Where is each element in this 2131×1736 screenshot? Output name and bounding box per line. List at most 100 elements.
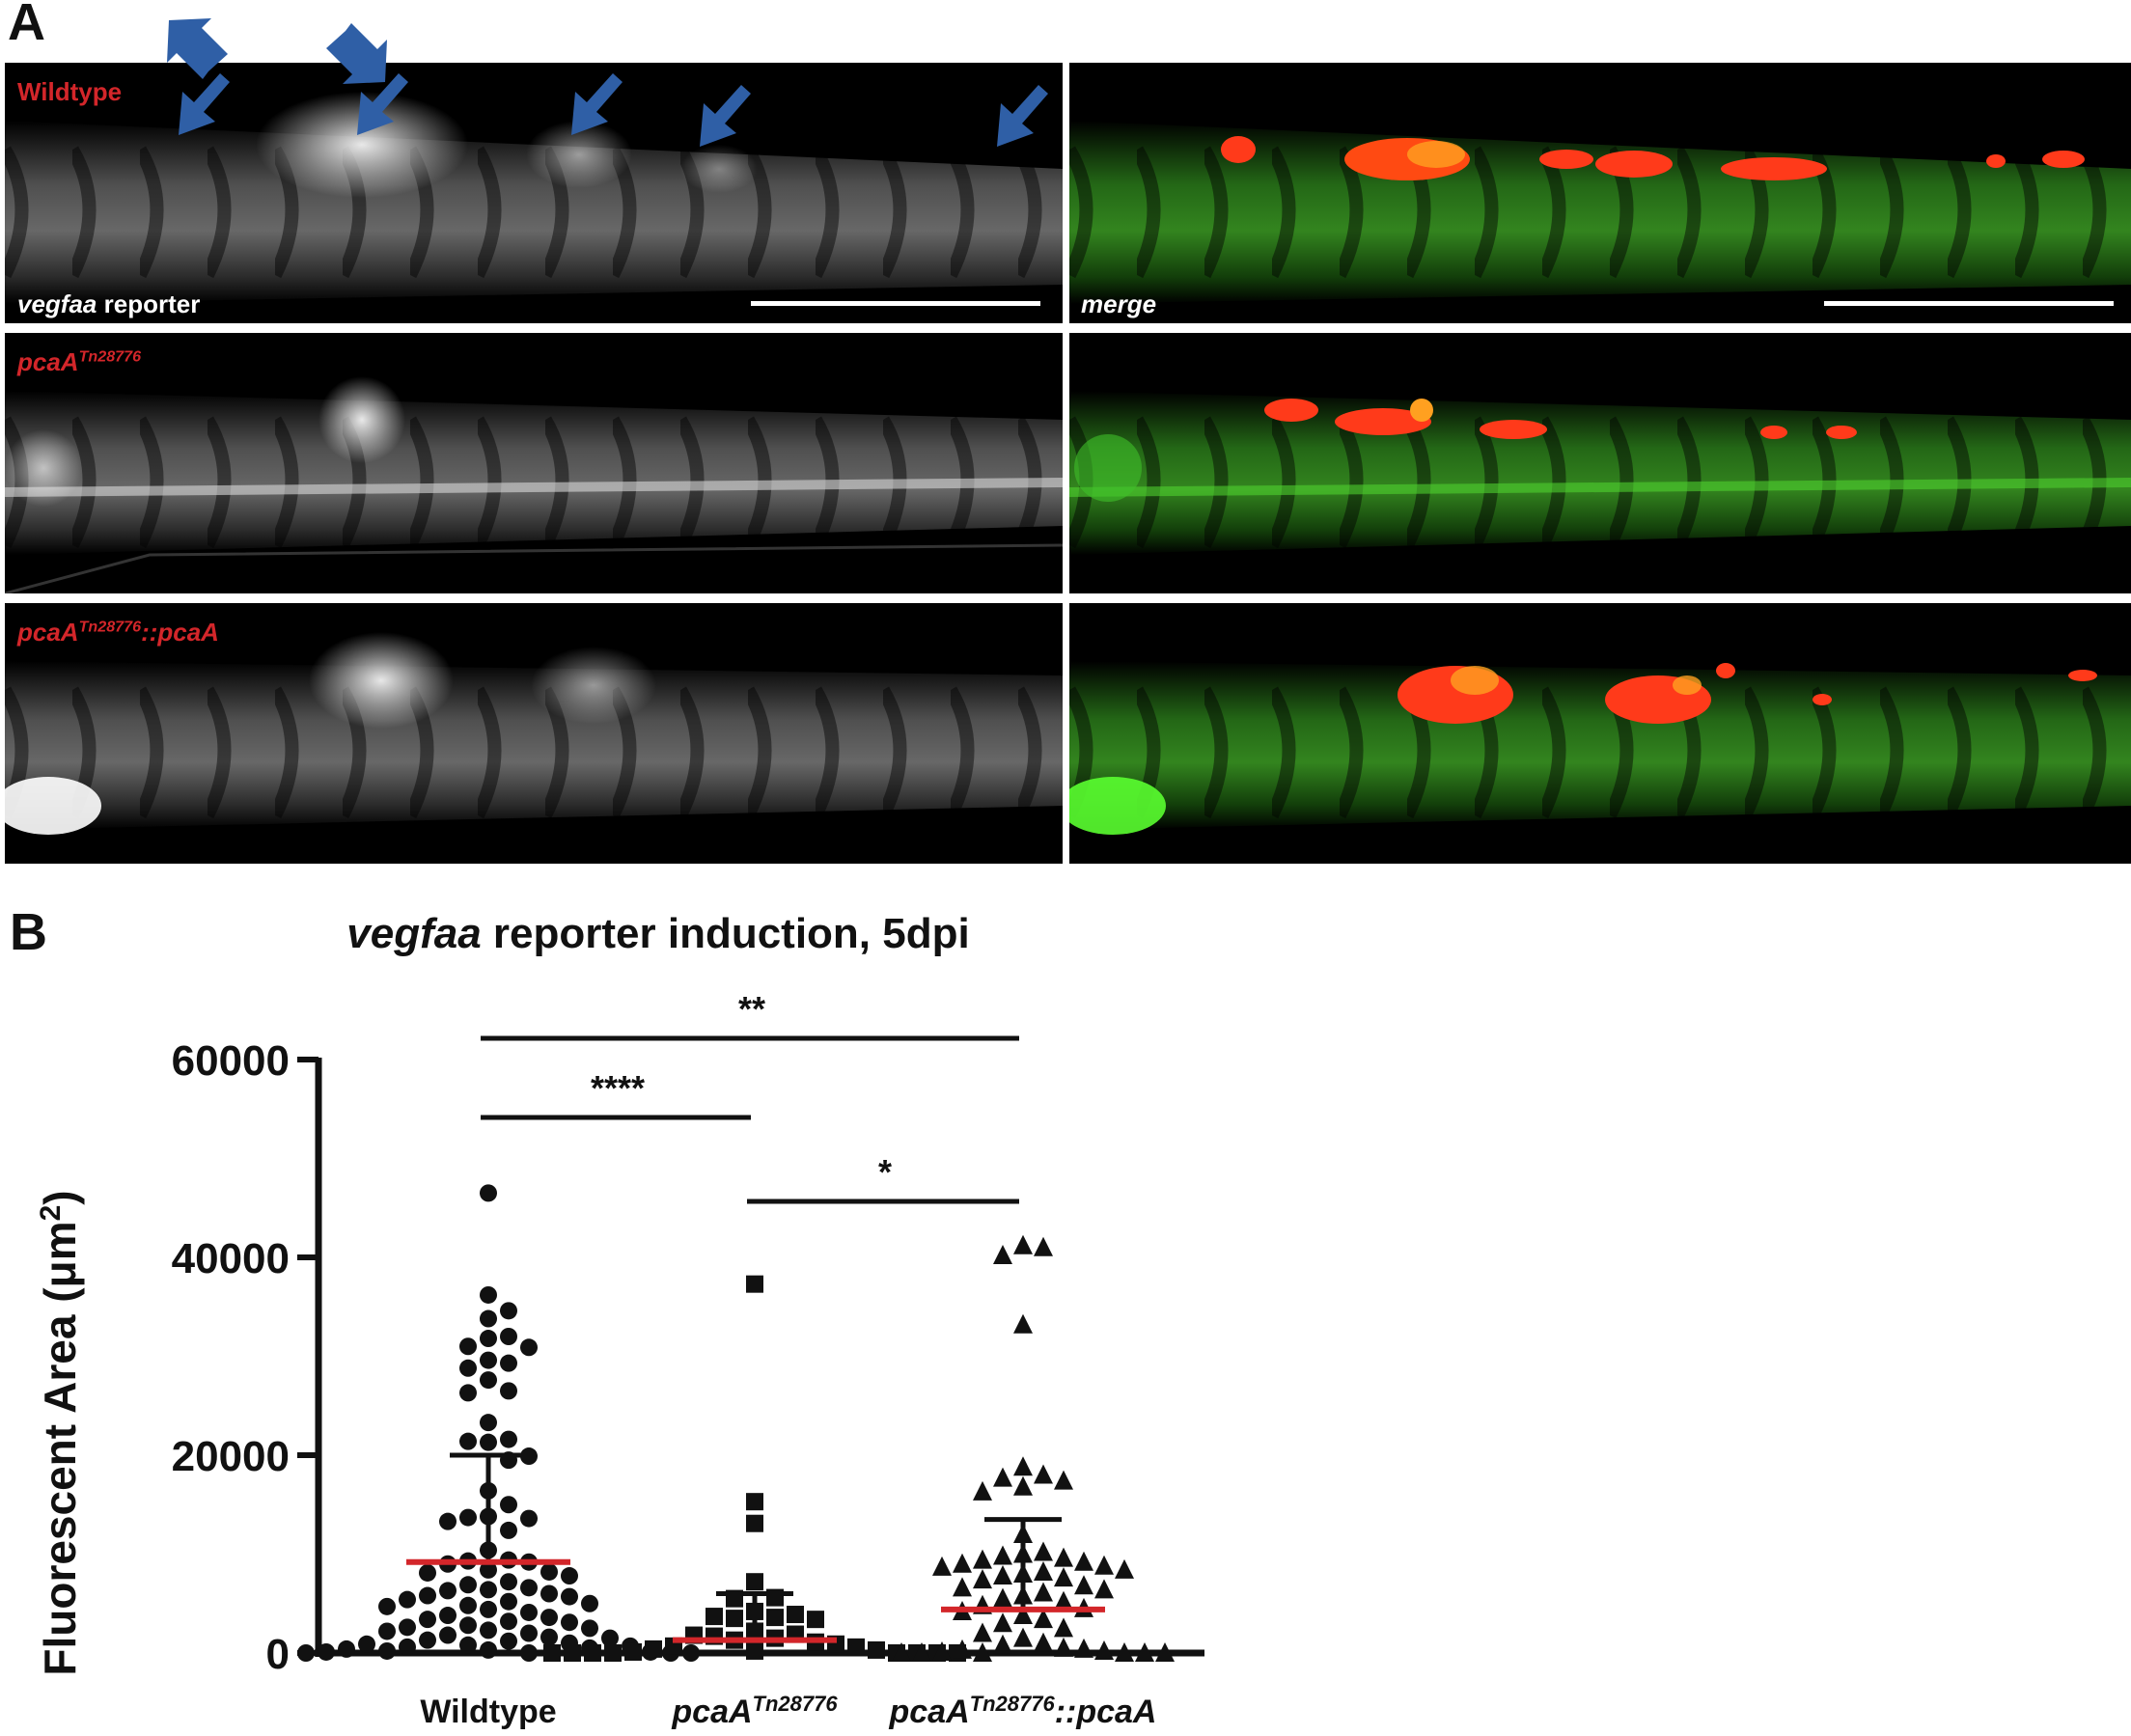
row-label-complemented: pcaATn28776::pcaA — [17, 618, 219, 647]
data-point — [500, 1328, 517, 1345]
data-point — [520, 1603, 538, 1621]
data-point — [1054, 1617, 1073, 1638]
row-label-mutant: pcaATn28776 — [17, 347, 142, 376]
data-point — [564, 1644, 581, 1662]
data-point — [480, 1184, 497, 1202]
data-point — [993, 1565, 1012, 1585]
data-point — [1034, 1609, 1053, 1629]
data-point — [993, 1545, 1012, 1565]
data-point — [459, 1337, 477, 1356]
data-point — [500, 1632, 517, 1650]
data-point — [459, 1636, 477, 1654]
data-point — [459, 1359, 477, 1377]
data-point — [543, 1644, 561, 1662]
data-point — [439, 1582, 457, 1600]
x-label-mutant: pcaATn28776 — [671, 1692, 838, 1730]
data-point — [561, 1613, 578, 1632]
data-point — [1054, 1470, 1073, 1490]
data-point — [459, 1576, 477, 1594]
data-point — [1034, 1236, 1053, 1256]
data-point — [746, 1641, 763, 1660]
data-point — [500, 1521, 517, 1539]
data-point — [459, 1432, 477, 1450]
data-point — [378, 1597, 396, 1615]
data-point — [682, 1644, 700, 1662]
data-point — [419, 1563, 436, 1582]
data-point — [540, 1628, 558, 1646]
reporter-image — [5, 632, 1063, 835]
data-point — [1013, 1234, 1033, 1254]
significance-bars: ******* — [481, 989, 1019, 1204]
caption-merge: merge — [1081, 289, 1157, 318]
panel-a-letter: A — [8, 0, 45, 51]
data-point — [1054, 1547, 1073, 1567]
data-point — [766, 1609, 784, 1627]
data-point — [601, 1629, 619, 1647]
data-point — [480, 1351, 497, 1369]
caption-vegfaa-reporter: vegfaa reporter — [17, 289, 201, 318]
data-point — [1034, 1560, 1053, 1581]
data-point — [746, 1514, 763, 1532]
data-point — [480, 1433, 497, 1451]
y-axis-label: Fluorescent Area (μm2) — [35, 1190, 85, 1675]
data-point — [439, 1607, 457, 1625]
data-point — [993, 1634, 1012, 1654]
data-point — [1094, 1579, 1114, 1599]
merge-image — [1069, 121, 2131, 304]
data-point — [1013, 1475, 1033, 1496]
x-label-wildtype: Wildtype — [420, 1694, 556, 1730]
data-point — [1013, 1313, 1033, 1334]
data-point — [480, 1414, 497, 1432]
data-point — [1054, 1590, 1073, 1611]
data-point — [1013, 1605, 1033, 1625]
data-point — [581, 1619, 598, 1638]
data-point — [500, 1354, 517, 1372]
data-point — [746, 1493, 763, 1511]
data-point — [399, 1590, 416, 1609]
data-point — [500, 1496, 517, 1514]
data-point — [953, 1553, 972, 1573]
data-point — [561, 1567, 578, 1585]
data-point — [459, 1508, 477, 1527]
data-point — [480, 1285, 497, 1304]
y-tick-label: 20000 — [172, 1433, 290, 1480]
data-point — [297, 1644, 315, 1662]
data-point — [993, 1244, 1012, 1264]
significance-label: ** — [738, 989, 765, 1029]
data-point — [726, 1610, 743, 1628]
reporter-image — [5, 92, 1063, 304]
data-point — [540, 1562, 558, 1581]
data-point — [378, 1641, 396, 1660]
merge-image — [1069, 391, 2131, 555]
data-point — [807, 1611, 824, 1629]
data-point — [480, 1560, 497, 1579]
data-point — [520, 1644, 538, 1662]
data-point — [540, 1584, 558, 1603]
data-point — [561, 1587, 578, 1606]
panel-b-letter: B — [10, 903, 47, 961]
y-tick-label: 60000 — [172, 1037, 290, 1085]
data-point — [1034, 1541, 1053, 1561]
micrograph-complemented-reporter — [5, 603, 1063, 864]
row-label-wildtype: Wildtype — [17, 77, 123, 106]
data-point — [520, 1624, 538, 1642]
data-point — [439, 1626, 457, 1644]
data-point — [500, 1430, 517, 1448]
data-point — [1115, 1558, 1134, 1579]
data-point — [581, 1594, 598, 1612]
data-point — [399, 1638, 416, 1656]
data-point — [645, 1640, 662, 1658]
micrograph-wildtype-merge — [1069, 63, 2131, 323]
data-point — [520, 1579, 538, 1597]
micrograph-mutant-reporter — [5, 333, 1063, 593]
data-point — [1155, 1642, 1175, 1662]
significance-label: **** — [591, 1068, 645, 1108]
micrograph-mutant-merge — [1069, 333, 2131, 593]
data-point — [459, 1616, 477, 1635]
data-point — [1034, 1632, 1053, 1652]
data-point — [358, 1635, 375, 1653]
data-point — [520, 1338, 538, 1357]
data-point — [500, 1612, 517, 1631]
data-point — [520, 1447, 538, 1466]
data-point — [912, 1642, 931, 1662]
